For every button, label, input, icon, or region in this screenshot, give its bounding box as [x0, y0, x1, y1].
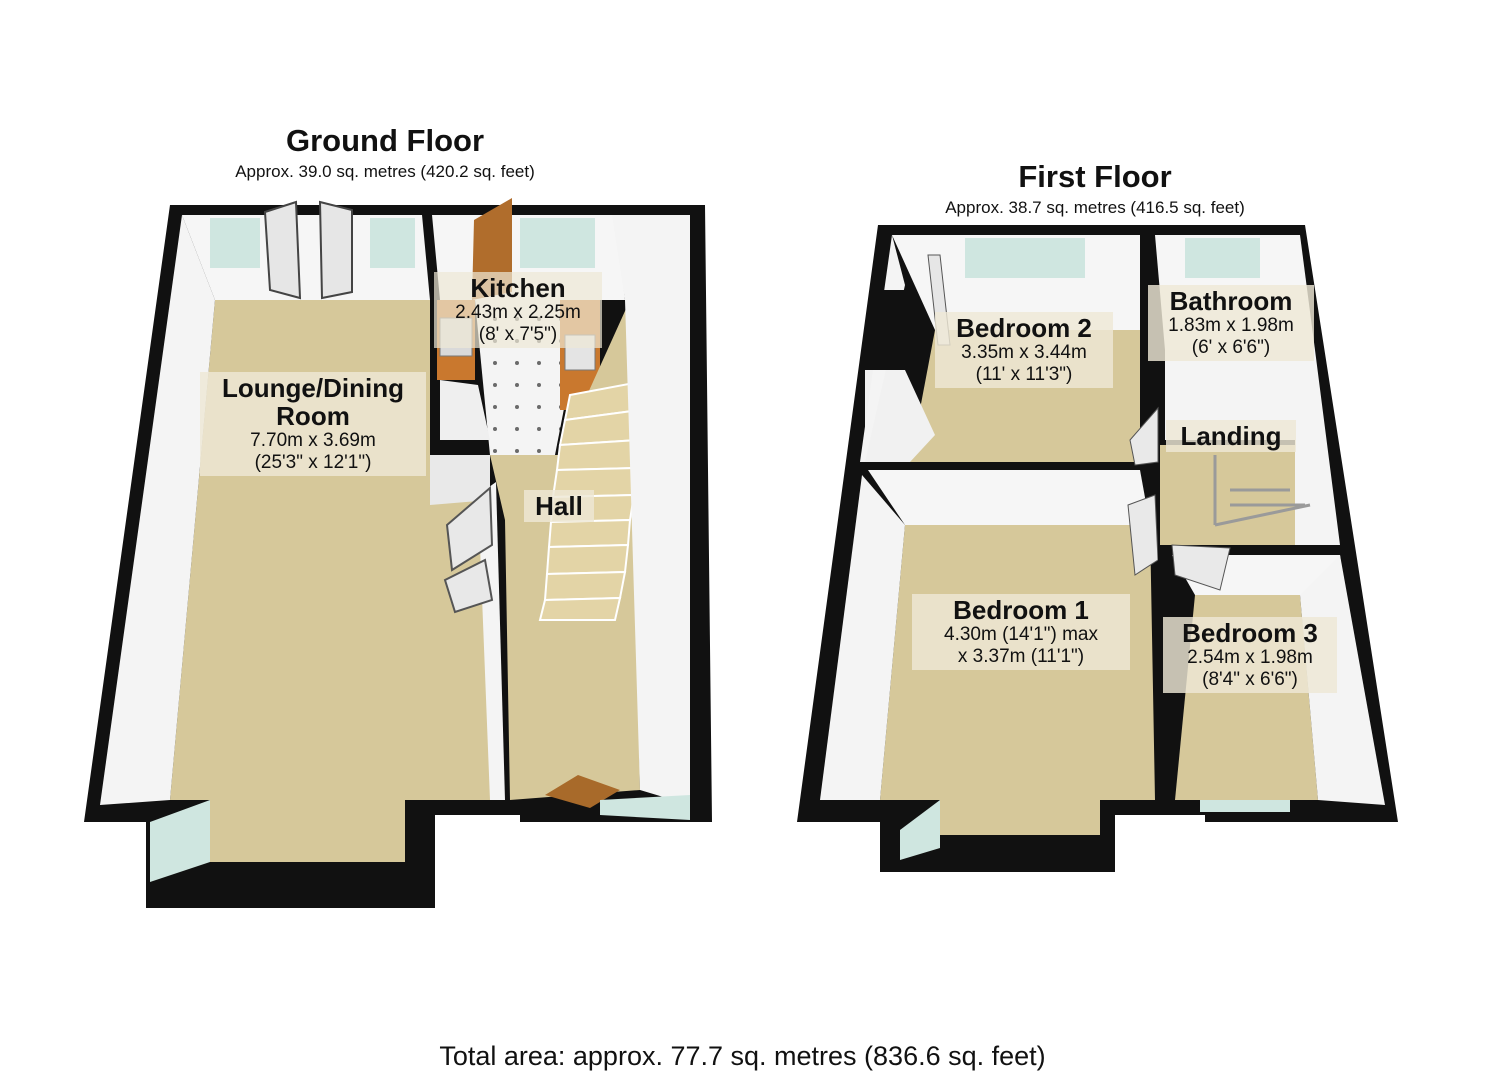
- bedroom1-left-wall-face: [820, 475, 905, 800]
- landing-banister: [1213, 455, 1311, 527]
- room-name: Bedroom 1: [953, 595, 1089, 625]
- room-label-landing: Landing: [1166, 420, 1296, 452]
- landing-floor: [1160, 445, 1310, 545]
- lounge-bay-floor: [210, 800, 405, 862]
- total-area: Total area: approx. 77.7 sq. metres (836…: [439, 1041, 1046, 1071]
- bedroom1-floor: [880, 525, 1155, 835]
- room-dimensions-imperial: (8'4" x 6'6"): [1202, 669, 1298, 690]
- lounge-back-window-right: [370, 218, 415, 268]
- room-dimensions-imperial: (8' x 7'5"): [478, 324, 558, 345]
- room-dimensions-imperial: (6' x 6'6"): [1191, 337, 1271, 358]
- kitchen-window: [520, 218, 595, 268]
- bedroom2-window: [965, 238, 1085, 278]
- front-door: [545, 775, 620, 808]
- room-label-kitchen: Kitchen 2.43m x 2.25m (8' x 7'5"): [434, 272, 602, 348]
- room-dimensions-imperial: (25'3" x 12'1"): [254, 452, 372, 473]
- room-name: Hall: [535, 491, 583, 521]
- ground-floor-plan: [84, 198, 712, 908]
- lounge-hall-partition-face: [430, 455, 490, 505]
- bedroom2-wardrobe: [865, 370, 935, 462]
- room-label-bedroom-1: Bedroom 1 4.30m (14'1") max x 3.37m (11'…: [912, 594, 1130, 670]
- room-dimensions: 4.30m (14'1") max: [944, 624, 1098, 645]
- room-label-lounge-dining: Lounge/Dining Room 7.70m x 3.69m (25'3" …: [200, 372, 426, 476]
- lounge-door-upper: [445, 485, 494, 572]
- first-floor-area: Approx. 38.7 sq. metres (416.5 sq. feet): [945, 198, 1245, 217]
- room-name: Landing: [1180, 421, 1282, 451]
- bedroom3-front-window: [1200, 800, 1290, 812]
- ground-floor-title: Ground Floor: [285, 123, 485, 158]
- room-name: Lounge/Dining Room: [222, 373, 404, 431]
- room-label-bedroom-2: Bedroom 2 3.35m x 3.44m (11' x 11'3"): [935, 312, 1113, 388]
- room-name: Bathroom: [1169, 286, 1293, 316]
- lounge-back-window-left: [210, 218, 260, 268]
- ground-floor-area: Approx. 39.0 sq. metres (420.2 sq. feet): [235, 162, 535, 181]
- room-name: Bedroom 3: [1182, 618, 1318, 648]
- room-dimensions-imperial: (11' x 11'3"): [975, 364, 1073, 385]
- room-dimensions: 2.43m x 2.25m: [455, 302, 581, 323]
- room-name: Bedroom 2: [956, 313, 1092, 343]
- room-label-bathroom: Bathroom 1.83m x 1.98m (6' x 6'6"): [1148, 285, 1314, 361]
- kitchen-lower-wall: [440, 380, 490, 440]
- bedroom3-door: [1171, 544, 1231, 591]
- room-dimensions: 2.54m x 1.98m: [1187, 647, 1313, 668]
- landing-back-wall-face: [1165, 350, 1340, 545]
- hall-right-wall-face: [612, 215, 690, 805]
- bedroom1-bay-window: [900, 800, 940, 860]
- room-label-hall: Hall: [524, 490, 594, 522]
- bedroom2-chimney: [870, 290, 908, 370]
- hall-front-window: [600, 795, 690, 820]
- first-floor-title: First Floor: [1018, 159, 1172, 194]
- room-dimensions: 1.83m x 1.98m: [1168, 315, 1294, 336]
- room-name: Kitchen: [470, 273, 566, 303]
- bedroom1-back-wall-face: [868, 470, 1150, 525]
- landing-door-bedroom2: [1129, 406, 1159, 466]
- lounge-left-wall-face: [100, 215, 215, 805]
- room-dimensions-imperial: x 3.37m (11'1"): [957, 646, 1085, 667]
- lounge-door-lower: [443, 558, 494, 614]
- room-label-bedroom-3: Bedroom 3 2.54m x 1.98m (8'4" x 6'6"): [1163, 617, 1337, 693]
- room-dimensions: 7.70m x 3.69m: [250, 430, 376, 451]
- french-door-right: [318, 200, 353, 300]
- french-door-left: [263, 200, 302, 300]
- lounge-bay-window: [150, 800, 210, 882]
- room-dimensions: 3.35m x 3.44m: [961, 342, 1087, 363]
- bathroom-window: [1185, 238, 1260, 278]
